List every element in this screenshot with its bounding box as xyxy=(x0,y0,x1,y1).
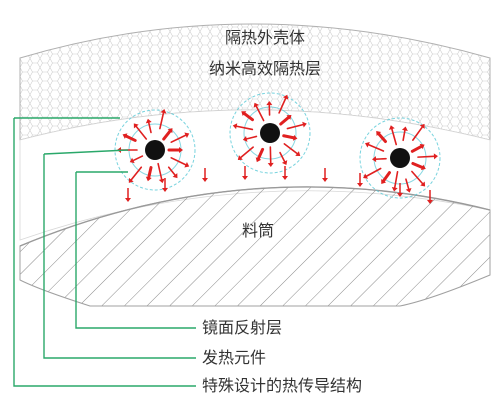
heat-arrow xyxy=(284,136,294,138)
element-core xyxy=(260,123,280,143)
shell-title: 隔热外壳体 xyxy=(225,28,305,47)
callout-mirror-layer: 镜面反射层 xyxy=(202,318,282,337)
callout-heat-conduction-structure: 特殊设计的热传导结构 xyxy=(202,376,362,395)
element-core xyxy=(145,140,165,160)
heat-arrow xyxy=(418,156,434,157)
element-core xyxy=(390,148,410,168)
shell-subtitle: 纳米高效隔热层 xyxy=(209,59,321,78)
callout-heating-element: 发热元件 xyxy=(202,348,266,367)
barrel-label: 料筒 xyxy=(242,221,274,240)
